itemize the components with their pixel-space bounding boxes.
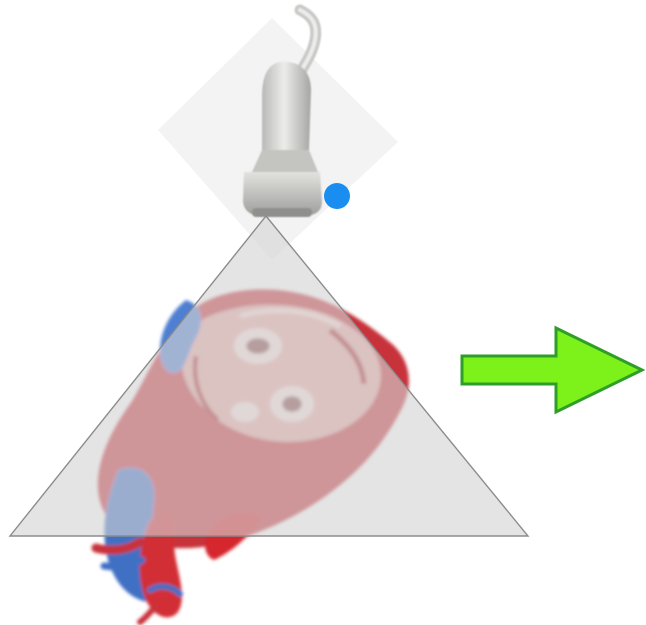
imaging-sector-triangle [10,216,528,536]
probe-photo [158,10,398,260]
orientation-marker-dot [324,183,350,209]
right-arrow-icon [462,328,642,412]
